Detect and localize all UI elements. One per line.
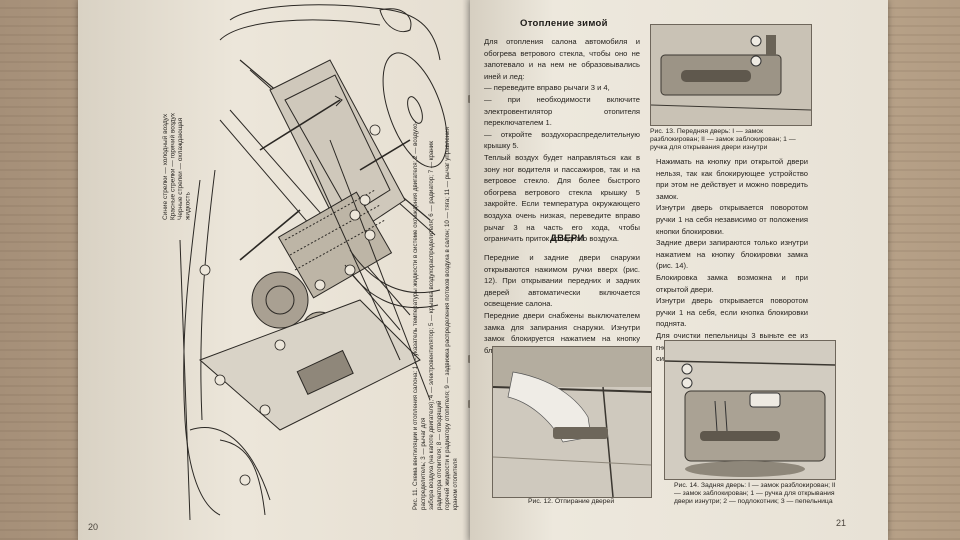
doors-heading: ДВЕРИ [550, 233, 585, 244]
winter-heating-text: Для отопления салона автомобиля и обогре… [484, 37, 640, 244]
figure-13-caption: Рис. 13. Передняя дверь: I — замок разбл… [650, 128, 796, 151]
figure-14-photo [664, 340, 836, 480]
heating-system-diagram [160, 0, 460, 521]
figure-11-caption: Рис. 11. Схема вентиляции и отопления са… [412, 121, 459, 510]
figure-12-caption: Рис. 12. Отпирание дверей [528, 498, 615, 505]
figure-13-photo [650, 24, 812, 126]
figure-12-photo [492, 346, 652, 498]
figure-14-caption: Рис. 14. Задняя дверь: I — замок разблок… [674, 482, 836, 505]
winter-heating-heading: Отопление зимой [520, 18, 608, 29]
left-page-number: 20 [88, 522, 99, 532]
doors-text: Передние и задние двери снаружи открываю… [484, 253, 640, 355]
right-column-text: Нажимать на кнопку при открытой двери не… [656, 157, 808, 363]
right-page-number: 21 [836, 518, 847, 528]
diagram-color-legend: Синие стрелки — холодный воздух Красные … [162, 113, 192, 220]
